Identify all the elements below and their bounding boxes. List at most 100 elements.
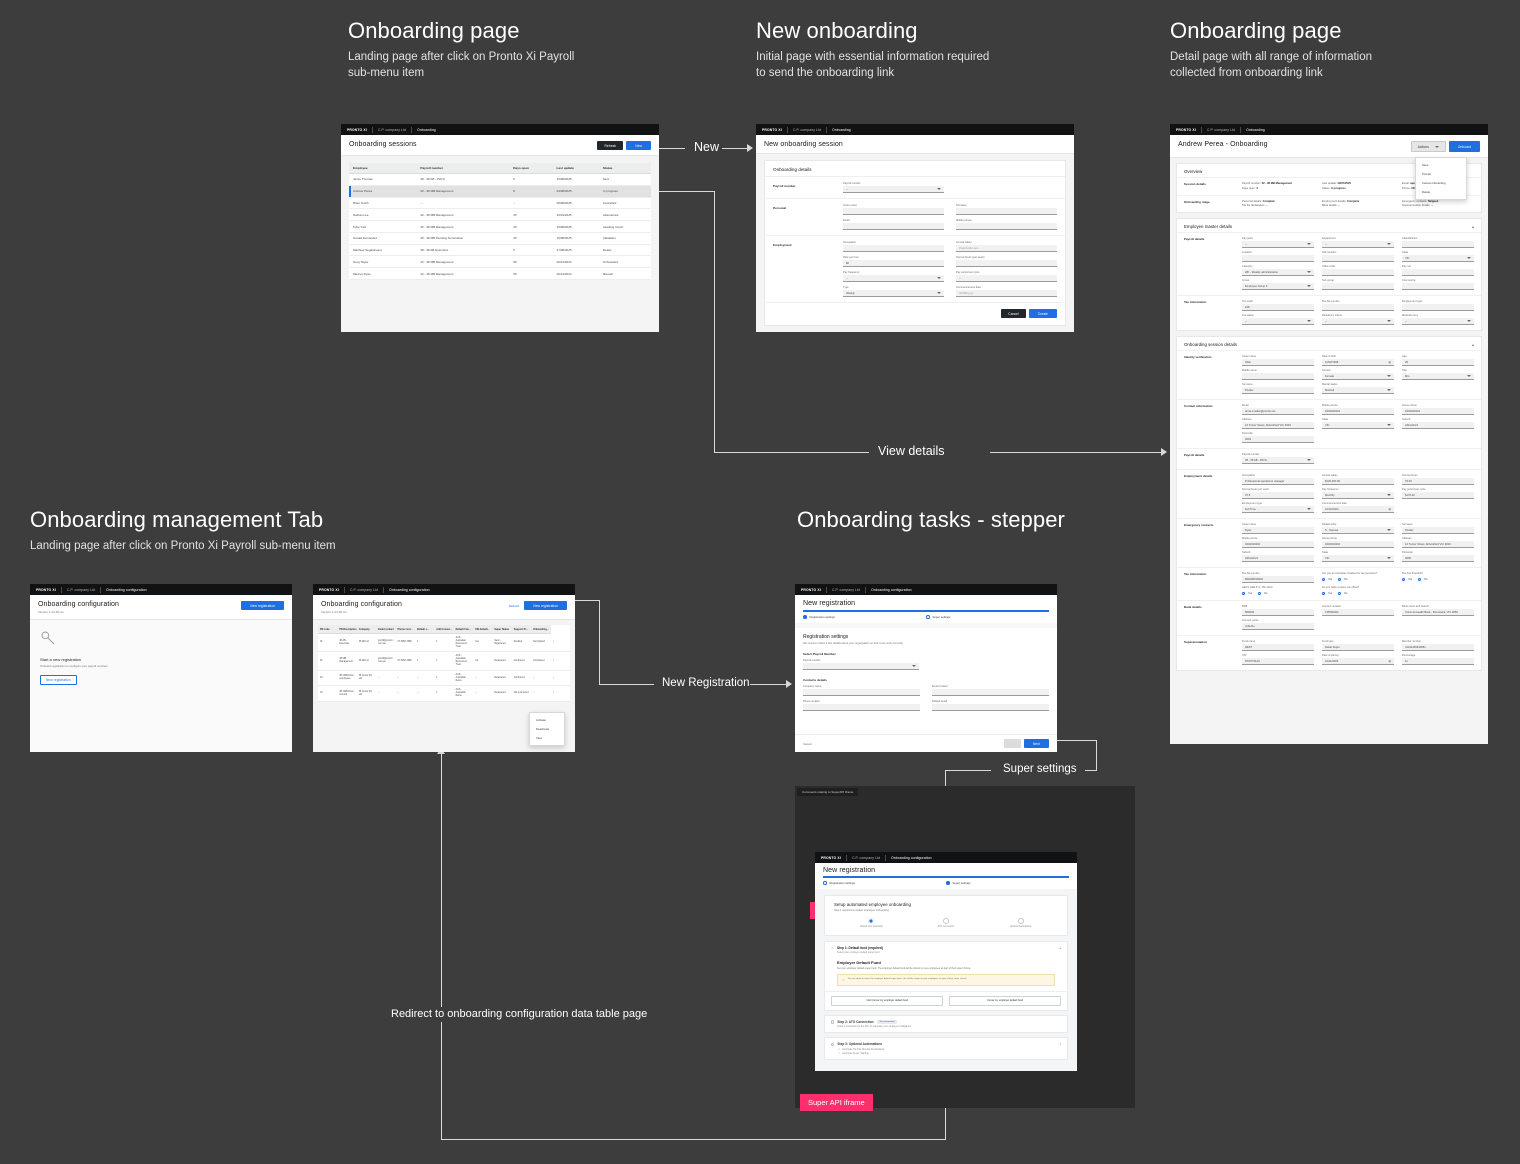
form-field[interactable]: Phone contact — [803, 700, 920, 711]
text-input[interactable] — [1242, 373, 1314, 380]
text-input[interactable]: 0404040404 — [1402, 408, 1474, 415]
dont-know-fund-button[interactable]: I don't know my employer default fund — [831, 995, 943, 1006]
select-control[interactable]: -- — [1242, 318, 1314, 325]
collapse-icon[interactable]: ▴ — [1471, 224, 1474, 229]
form-field[interactable]: Office code — [1322, 265, 1394, 276]
text-input[interactable]: 3000 — [1402, 555, 1474, 562]
text-input[interactable]: 135566402 — [1322, 609, 1394, 616]
column-header[interactable]: Add Consul... — [434, 625, 454, 634]
text-input[interactable]: 76.00 — [1402, 478, 1474, 485]
form-field[interactable]: Classification — [1402, 237, 1474, 248]
row-menu-button[interactable]: ⋮ — [550, 651, 570, 671]
text-input[interactable]: Abbotsford — [1242, 555, 1314, 562]
select-control[interactable]: -- — [843, 275, 944, 282]
column-header[interactable]: Onboarding... — [531, 625, 551, 634]
select-control[interactable]: VIC — [1322, 422, 1394, 429]
text-input[interactable] — [956, 223, 1057, 230]
payroll-number-field[interactable]: Payroll number — [803, 659, 919, 670]
menu-item-activate[interactable]: Activate — [536, 717, 546, 722]
text-input[interactable]: 860408016902 — [1242, 576, 1314, 583]
text-input[interactable]: dd/MM/yyyy — [956, 290, 1057, 297]
text-input[interactable] — [1322, 304, 1394, 311]
form-field[interactable]: Company name — [803, 685, 920, 696]
text-input[interactable]: 0404040404 — [1322, 541, 1394, 548]
text-input[interactable]: Poulter — [1402, 527, 1474, 534]
calendar-icon[interactable]: ▦ — [1388, 659, 1391, 663]
column-header[interactable]: Support Pr... — [511, 625, 532, 634]
radio-option[interactable]: No — [1338, 578, 1348, 581]
form-field[interactable]: Cost centre — [1402, 279, 1474, 290]
text-input[interactable] — [1242, 255, 1314, 262]
text-input[interactable] — [1322, 255, 1394, 262]
form-field[interactable]: Payroll number-- — [843, 182, 944, 193]
select-control[interactable]: Full Time — [1242, 506, 1314, 513]
radio-option[interactable]: No — [1338, 592, 1348, 595]
text-input[interactable] — [1322, 269, 1394, 276]
step-registration-settings[interactable]: Registration settings — [803, 610, 926, 623]
form-field[interactable]: Rate per hour$0 — [843, 256, 944, 267]
column-header[interactable]: PN Description — [337, 625, 357, 634]
section-header[interactable]: Onboarding session details ▴ — [1177, 337, 1481, 350]
cancel-link[interactable]: Cancel — [803, 741, 812, 746]
row-menu-button[interactable]: ⋮ — [550, 670, 570, 687]
cancel-button[interactable]: Cancel — [1001, 309, 1026, 318]
column-header[interactable]: Payroll number — [416, 163, 510, 174]
text-input[interactable] — [803, 689, 920, 696]
form-field[interactable]: Occupation — [843, 241, 944, 252]
form-field[interactable]: Location — [1242, 251, 1314, 262]
menu-item-view[interactable]: View — [536, 735, 543, 740]
text-input[interactable]: 26 — [1402, 359, 1474, 366]
text-input[interactable]: Placeholder text — [956, 245, 1057, 252]
menu-item-delete[interactable]: Delete — [1422, 190, 1431, 195]
form-field[interactable]: Pay frequency-- — [843, 271, 944, 282]
text-input[interactable]: Professional operations manager — [1242, 478, 1314, 485]
select-control[interactable]: -- — [1242, 241, 1314, 248]
know-fund-button[interactable]: I know my employer default fund — [949, 995, 1061, 1006]
form-field[interactable]: Mobile phone — [956, 219, 1057, 230]
collapse-icon[interactable]: ▴ — [1471, 342, 1474, 347]
next-button[interactable]: Next — [1024, 739, 1049, 748]
payroll-number-select[interactable] — [803, 663, 919, 670]
text-input[interactable] — [1322, 283, 1394, 290]
refresh-link[interactable]: Refresh — [508, 603, 520, 608]
section-header[interactable]: Employee master details ▴ — [1177, 219, 1481, 232]
text-input[interactable] — [1402, 304, 1474, 311]
column-header[interactable]: Company — [356, 625, 377, 634]
form-field[interactable]: Are you an Australian resident for tax p… — [1322, 572, 1394, 583]
select-control[interactable]: 38 - 38 AB - PAYG — [1242, 457, 1314, 464]
text-input[interactable]: Ryan — [1242, 527, 1314, 534]
form-field[interactable]: Pay run — [1402, 265, 1474, 276]
onboard-button[interactable]: Onboard — [1448, 141, 1480, 152]
radio-option[interactable]: Yes — [1402, 578, 1412, 581]
new-button[interactable]: New — [626, 141, 651, 150]
column-header[interactable]: Phone cont... — [395, 625, 415, 634]
progress-step-1[interactable] — [834, 917, 909, 924]
select-control[interactable]: -- — [1402, 318, 1474, 325]
refresh-button[interactable]: Refresh — [597, 141, 624, 150]
text-input[interactable] — [843, 208, 944, 215]
text-input[interactable] — [932, 689, 1049, 696]
select-control[interactable]: S - Spouse — [1322, 527, 1394, 534]
